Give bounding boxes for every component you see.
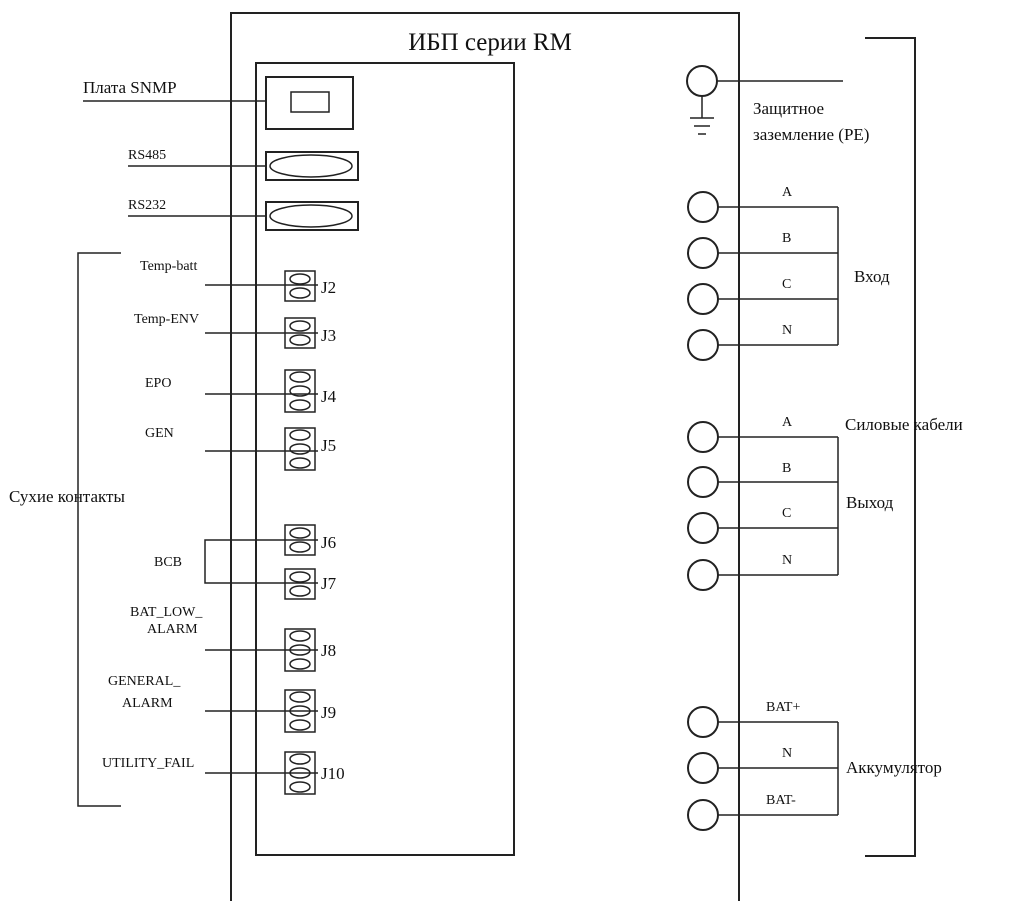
j2-label: J2 — [321, 278, 336, 297]
rs232-label: RS232 — [128, 198, 166, 213]
power-cables-bracket — [865, 37, 916, 857]
rs232-connector — [269, 204, 353, 228]
connector-j2 — [284, 270, 316, 302]
bat-low-label-line1: BAT_LOW_ — [130, 605, 203, 620]
input-terminal-n — [687, 329, 838, 361]
snmp-slot — [290, 91, 330, 113]
battery-label-n: N — [782, 746, 792, 761]
diagram-title: ИБП серии RM — [408, 29, 572, 56]
utility-fail-label: UTILITY_FAIL — [102, 756, 194, 771]
output-label-a: A — [782, 415, 793, 430]
input-label-a: A — [782, 185, 793, 200]
control-panel — [255, 62, 515, 856]
input-label-b: B — [782, 231, 791, 246]
battery-terminal-n — [687, 752, 838, 784]
input-terminal-c — [687, 283, 838, 315]
connector-j4 — [284, 369, 316, 413]
bcb-loop — [204, 539, 318, 584]
connector-j5 — [284, 427, 316, 471]
input-label-n: N — [782, 323, 792, 338]
temp-env-label: Temp-ENV — [134, 312, 199, 327]
j7-label: J7 — [321, 574, 337, 593]
battery-group-label: Аккумулятор — [846, 758, 942, 777]
ups-enclosure — [230, 12, 740, 901]
ground-terminal — [686, 65, 843, 135]
bcb-label: BCB — [154, 555, 182, 570]
dry-contacts-label: Сухие контакты — [9, 487, 125, 506]
rs485-label: RS485 — [128, 148, 166, 163]
gen-label: GEN — [145, 426, 174, 441]
battery-label-pos: BAT+ — [766, 700, 800, 715]
j9-label: J9 — [321, 703, 336, 722]
j3-label: J3 — [321, 326, 336, 345]
j6-label: J6 — [321, 533, 336, 552]
rs485-connector — [269, 154, 353, 178]
dry-contacts-bracket — [77, 252, 121, 807]
temp-batt-label: Temp-batt — [140, 259, 197, 274]
j10-label: J10 — [321, 764, 345, 783]
output-group-label: Выход — [846, 493, 894, 512]
rs232-port — [265, 201, 359, 231]
output-label-c: C — [782, 506, 791, 521]
general-alarm-label-line1: GENERAL_ — [108, 674, 181, 689]
pe-label-line2: заземление (PE) — [753, 125, 869, 144]
battery-terminal-pos — [687, 706, 838, 738]
bat-low-label-line2: ALARM — [147, 622, 198, 637]
snmp-card — [265, 76, 354, 130]
input-terminal-a — [687, 191, 838, 223]
input-label-c: C — [782, 277, 791, 292]
battery-terminal-neg — [687, 799, 838, 831]
connector-j7 — [284, 568, 316, 600]
pe-label-line1: Защитное — [753, 99, 824, 118]
output-label-b: B — [782, 461, 791, 476]
snmp-label: Плата SNMP — [83, 78, 177, 97]
general-alarm-label-line2: ALARM — [122, 696, 173, 711]
j8-label: J8 — [321, 641, 336, 660]
battery-label-neg: BAT- — [766, 793, 796, 808]
input-terminal-b — [687, 237, 838, 269]
j4-label: J4 — [321, 387, 337, 406]
input-group-label: Вход — [854, 267, 890, 286]
output-terminal-n — [687, 559, 838, 591]
j5-label: J5 — [321, 436, 336, 455]
output-label-n: N — [782, 553, 792, 568]
rs485-port — [265, 151, 359, 181]
output-terminal-b — [687, 466, 838, 498]
output-terminal-c — [687, 512, 838, 544]
epo-label: EPO — [145, 376, 171, 391]
power-cables-label: Силовые кабели — [845, 415, 963, 434]
output-terminal-a — [687, 421, 838, 453]
